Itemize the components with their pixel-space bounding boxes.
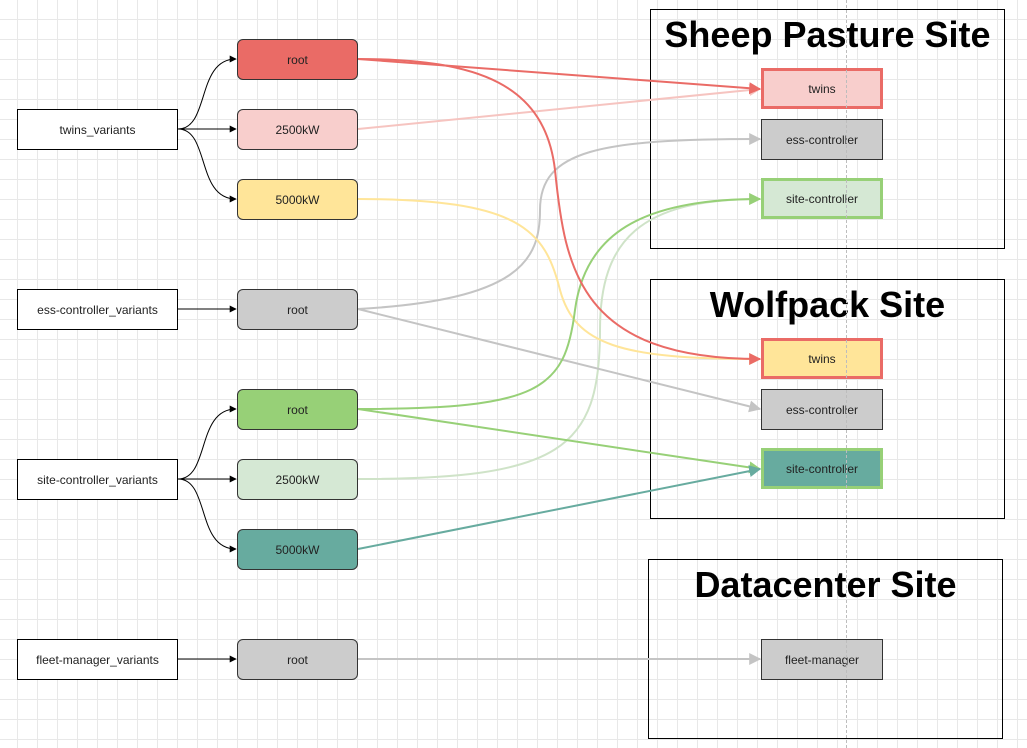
target-node-sheep-site-controller[interactable]: site-controller — [761, 178, 883, 219]
target-node-wolf-site-controller[interactable]: site-controller — [761, 448, 883, 489]
site-container-datacenter[interactable]: Datacenter Site — [648, 559, 1003, 739]
site-title: Sheep Pasture Site — [664, 14, 991, 55]
edge-red-root-to-sheep-twins — [357, 58, 762, 95]
variant-node-site-2500kw[interactable]: 2500kW — [237, 459, 358, 500]
target-node-sheep-twins[interactable]: twins — [761, 68, 883, 109]
target-node-sheep-ess-controller[interactable]: ess-controller — [761, 119, 883, 160]
source-node-fleet-manager[interactable]: fleet-manager_variants — [17, 639, 178, 680]
edge-gray-ess-to-sheep-ess — [357, 133, 762, 310]
edge-red-root-to-wolf-twins — [357, 58, 762, 365]
edge-light-green-2500-to-sheep-site — [357, 193, 762, 480]
site-container-wolfpack[interactable]: Wolfpack Site — [650, 279, 1005, 519]
alignment-guide — [846, 0, 847, 748]
variant-node-ess-root[interactable]: root — [237, 289, 358, 330]
edge-yellow-5000-to-wolf-twins — [357, 198, 762, 365]
edge-site-to-5000 — [177, 478, 237, 553]
target-node-dc-fleet-manager[interactable]: fleet-manager — [761, 639, 883, 680]
variant-node-fleet-root[interactable]: root — [237, 639, 358, 680]
target-node-wolf-twins[interactable]: twins — [761, 338, 883, 379]
variant-node-site-5000kw[interactable]: 5000kW — [237, 529, 358, 570]
source-node-site-controller[interactable]: site-controller_variants — [17, 459, 178, 500]
edge-green-root-to-wolf-site — [357, 408, 762, 474]
variant-node-twins-2500kw[interactable]: 2500kW — [237, 109, 358, 150]
edge-site-to-root — [177, 405, 237, 480]
variant-node-twins-5000kw[interactable]: 5000kW — [237, 179, 358, 220]
source-node-twins[interactable]: twins_variants — [17, 109, 178, 150]
site-container-sheep-pasture[interactable]: Sheep Pasture Site — [650, 9, 1005, 249]
target-node-wolf-ess-controller[interactable]: ess-controller — [761, 389, 883, 430]
variant-node-site-root[interactable]: root — [237, 389, 358, 430]
edge-pink-2500-to-sheep-twins — [357, 84, 762, 130]
site-title: Wolfpack Site — [709, 284, 946, 325]
edge-green-root-to-sheep-site — [357, 193, 762, 410]
edge-gray-ess-to-wolf-ess — [357, 308, 762, 413]
edge-teal-5000-to-wolf-site — [357, 465, 762, 550]
source-node-ess-controller[interactable]: ess-controller_variants — [17, 289, 178, 330]
edge-twins-to-root — [177, 55, 237, 130]
variant-node-twins-root[interactable]: root — [237, 39, 358, 80]
edge-twins-to-5000 — [177, 128, 237, 203]
site-title: Datacenter Site — [694, 564, 957, 605]
